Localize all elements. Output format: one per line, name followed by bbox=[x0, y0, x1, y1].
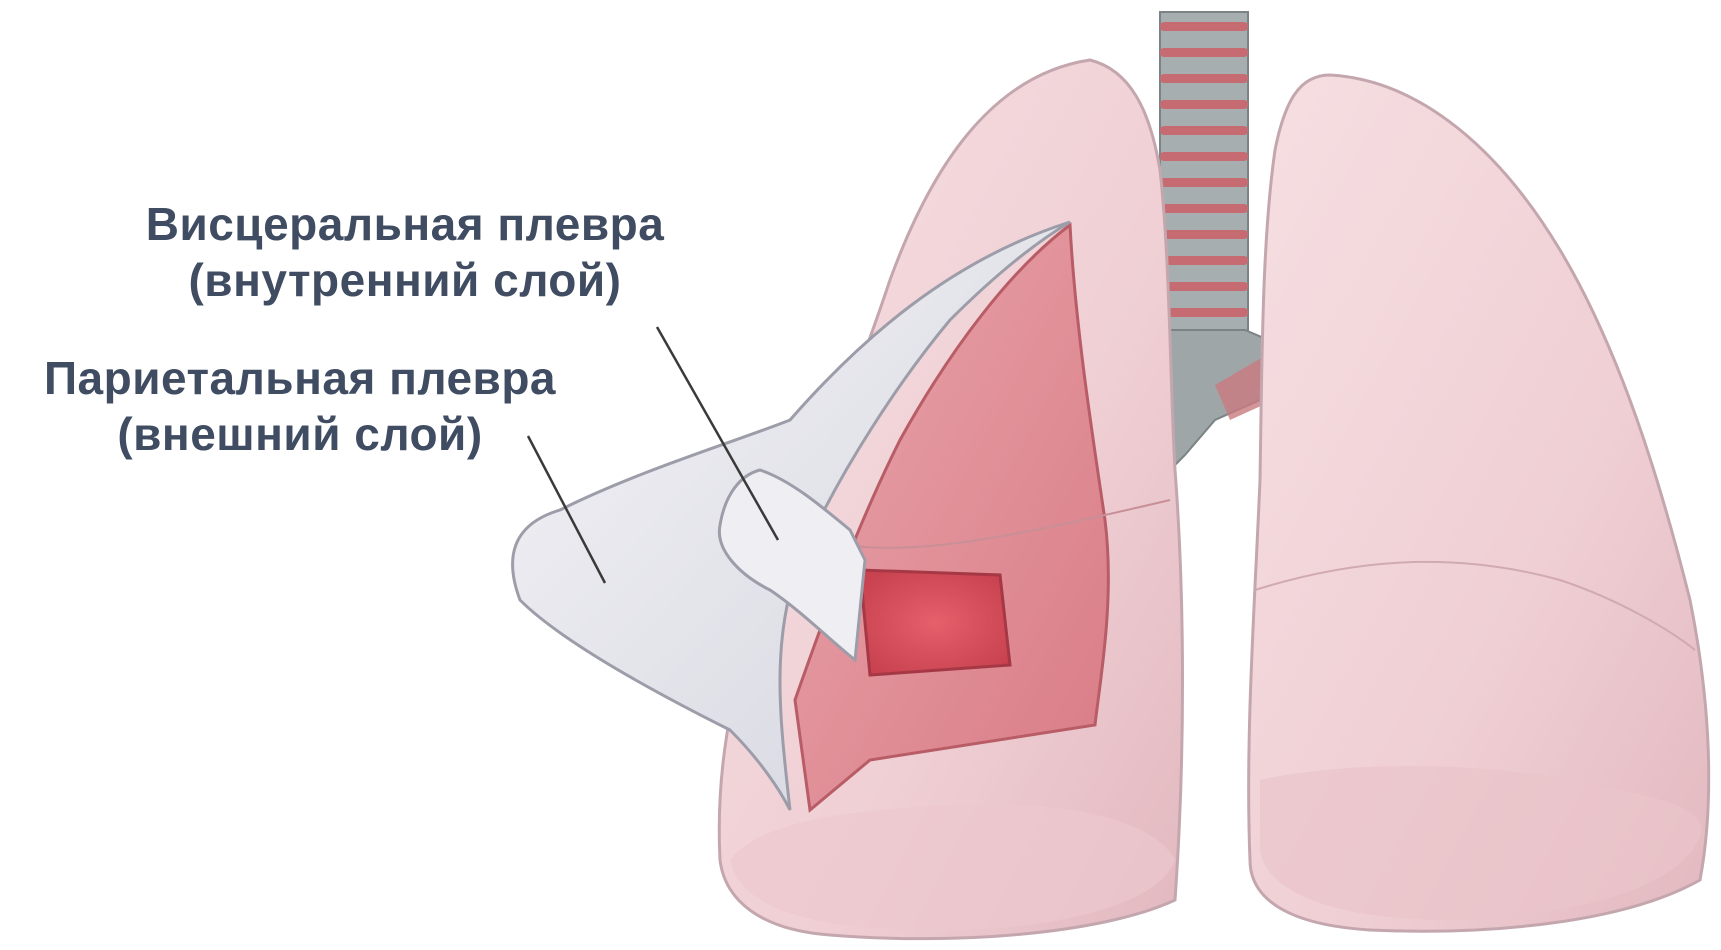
trachea-ring bbox=[1160, 282, 1248, 291]
trachea-ring bbox=[1160, 308, 1248, 317]
trachea-ring bbox=[1160, 100, 1248, 109]
right-lung bbox=[1249, 75, 1709, 931]
trachea-ring bbox=[1160, 256, 1248, 265]
parietal-pleura-label: Париетальная плевра (внешний слой) bbox=[0, 350, 600, 462]
trachea-ring bbox=[1160, 178, 1248, 187]
trachea-ring bbox=[1160, 230, 1248, 239]
trachea-ring bbox=[1160, 48, 1248, 57]
visceral-label-line1: Висцеральная плевра bbox=[110, 196, 700, 252]
visceral-label-line2: (внутренний слой) bbox=[110, 252, 700, 308]
trachea-ring bbox=[1160, 152, 1248, 161]
parietal-label-line2: (внешний слой) bbox=[0, 406, 600, 462]
trachea-ring bbox=[1160, 74, 1248, 83]
trachea-ring bbox=[1160, 204, 1248, 213]
parietal-label-line1: Париетальная плевра bbox=[0, 350, 600, 406]
visceral-pleura-label: Висцеральная плевра (внутренний слой) bbox=[110, 196, 700, 308]
lung-tissue-window bbox=[860, 570, 1010, 675]
trachea-ring bbox=[1160, 22, 1248, 31]
trachea-ring bbox=[1160, 126, 1248, 135]
